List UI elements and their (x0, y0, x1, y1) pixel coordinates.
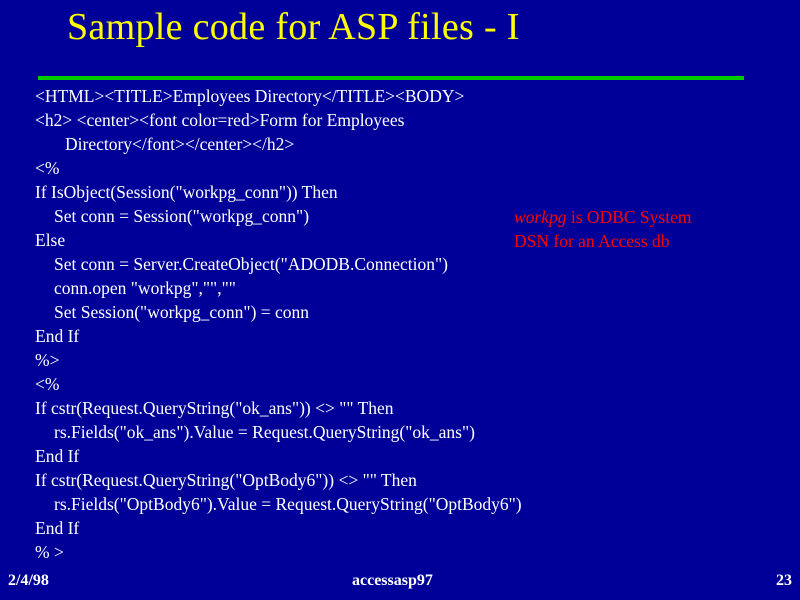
code-line: End If (35, 446, 80, 466)
code-line: rs.Fields("OptBody6").Value = Request.Qu… (54, 494, 522, 514)
code-line: <h2> <center><font color=red>Form for Em… (35, 110, 405, 130)
code-line: End If (35, 518, 80, 538)
title-divider (38, 76, 744, 80)
note-line-1: workpg is ODBC System (514, 205, 691, 229)
code-line: Set conn = Session("workpg_conn") (54, 206, 310, 226)
footer-filename: accessasp97 (352, 572, 433, 589)
note-italic-word: workpg (514, 207, 567, 227)
code-line: If cstr(Request.QueryString("OptBody6"))… (35, 470, 417, 490)
code-line: If cstr(Request.QueryString("ok_ans")) <… (35, 398, 394, 418)
slide-title: Sample code for ASP files - I (67, 6, 520, 48)
code-line: <HTML><TITLE>Employees Directory</TITLE>… (35, 86, 465, 106)
code-line: %> (35, 350, 60, 370)
code-line: conn.open "workpg","","" (54, 278, 236, 298)
code-line: End If (35, 326, 80, 346)
code-line: Set conn = Server.CreateObject("ADODB.Co… (54, 254, 448, 274)
code-line: <% (35, 158, 60, 178)
code-line: Set Session("workpg_conn") = conn (54, 302, 310, 322)
code-line: Else (35, 230, 66, 250)
annotation-note: workpg is ODBC System DSN for an Access … (514, 205, 691, 253)
note-line-2: DSN for an Access db (514, 231, 670, 251)
code-line: rs.Fields("ok_ans").Value = Request.Quer… (54, 422, 475, 442)
code-line: % > (35, 542, 64, 562)
code-line: Directory</font></center></h2> (65, 134, 295, 154)
footer-page-number: 23 (776, 572, 792, 589)
note-line-1-text: is ODBC System (566, 207, 692, 227)
code-block: <HTML><TITLE>Employees Directory</TITLE>… (35, 84, 522, 564)
code-line: <% (35, 374, 60, 394)
footer-date: 2/4/98 (8, 572, 49, 589)
code-line: If IsObject(Session("workpg_conn")) Then (35, 182, 338, 202)
